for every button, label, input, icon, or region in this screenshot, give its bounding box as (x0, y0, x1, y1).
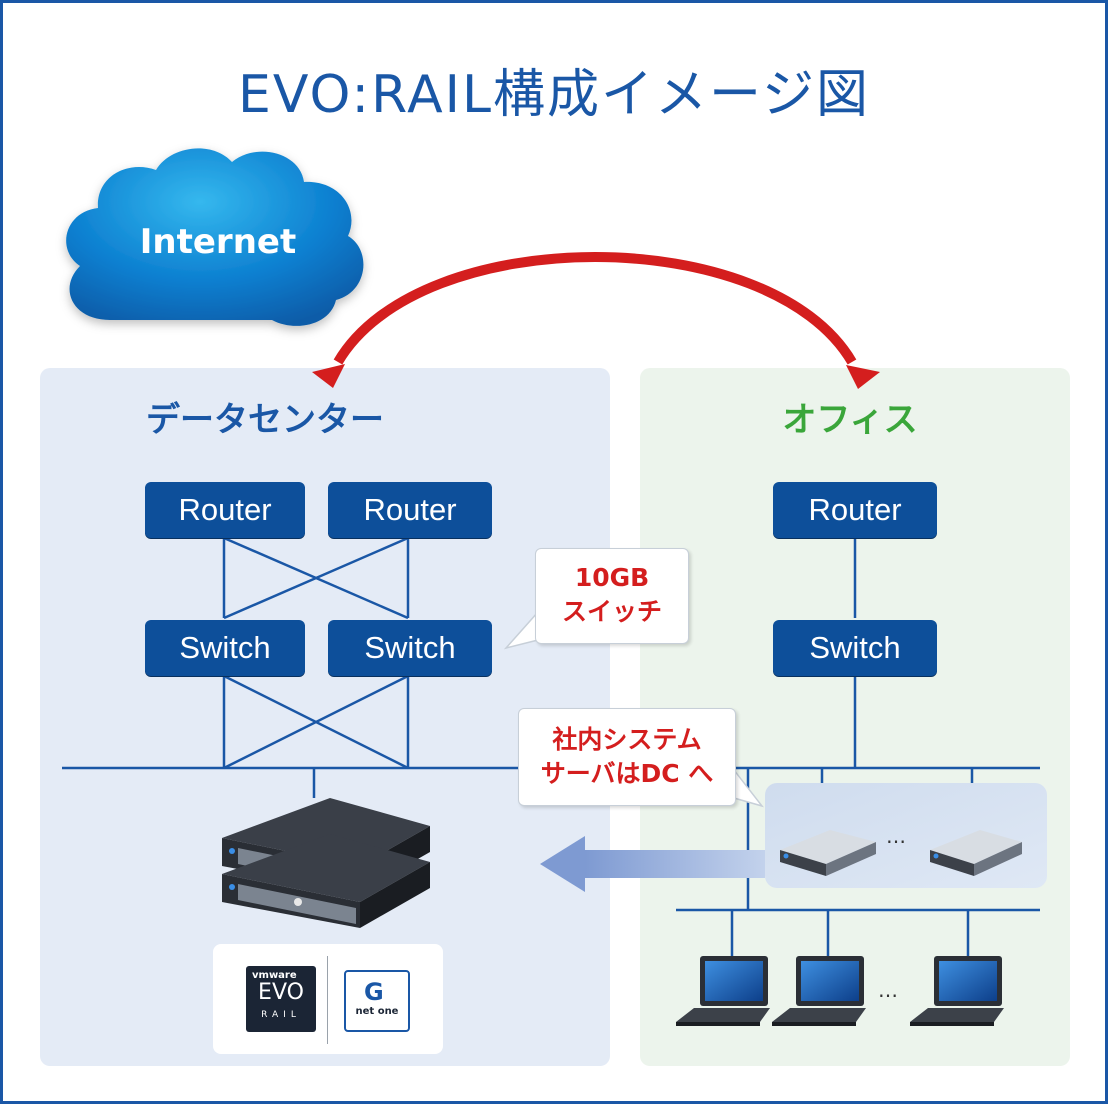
dc-switch-2: Switch (328, 620, 492, 676)
laptop (910, 956, 1004, 1026)
netone-logo: G net one (344, 970, 410, 1032)
diagram-title: EVO:RAIL構成イメージ図 (238, 65, 870, 125)
callout-tail (503, 610, 539, 650)
callout-line: スイッチ (561, 597, 662, 626)
callout-line: 10GB (574, 563, 650, 592)
logo-divider (327, 956, 328, 1044)
vmware-evo-rail-logo: vmware EVO RAIL (246, 966, 316, 1032)
evo-text: EVO (258, 980, 304, 1005)
netone-text: net one (355, 1006, 399, 1017)
dc-switch-1: Switch (145, 620, 305, 676)
laptop (676, 956, 770, 1026)
callout-line: 社内システム (552, 725, 702, 754)
office-switch: Switch (773, 620, 937, 676)
office-server (930, 830, 1022, 876)
rail-text: RAIL (261, 1010, 301, 1020)
office-server (780, 830, 876, 876)
vmware-brand: vmware (252, 970, 297, 981)
office-router: Router (773, 482, 937, 538)
switch-callout: 10GB スイッチ (535, 548, 689, 644)
migration-arrow (540, 836, 765, 892)
internet-cloud (66, 148, 364, 326)
dc-router-2: Router (328, 482, 492, 538)
internet-label: Internet (139, 222, 297, 262)
evo-rail-appliance (222, 798, 430, 928)
server-callout: 社内システム サーバはDC へ (518, 708, 736, 806)
office-title: オフィス (782, 400, 918, 440)
callout-line: サーバはDC へ (540, 759, 714, 788)
datacenter-title: データセンター (146, 400, 384, 440)
more-servers-ellipsis: … (886, 824, 908, 848)
logo-panel: vmware EVO RAIL G net one (213, 944, 443, 1054)
netone-mark-icon: G (364, 978, 384, 1006)
more-laptops-ellipsis: … (878, 978, 900, 1002)
laptop (772, 956, 866, 1026)
connection-arrow (312, 252, 880, 389)
dc-router-1: Router (145, 482, 305, 538)
